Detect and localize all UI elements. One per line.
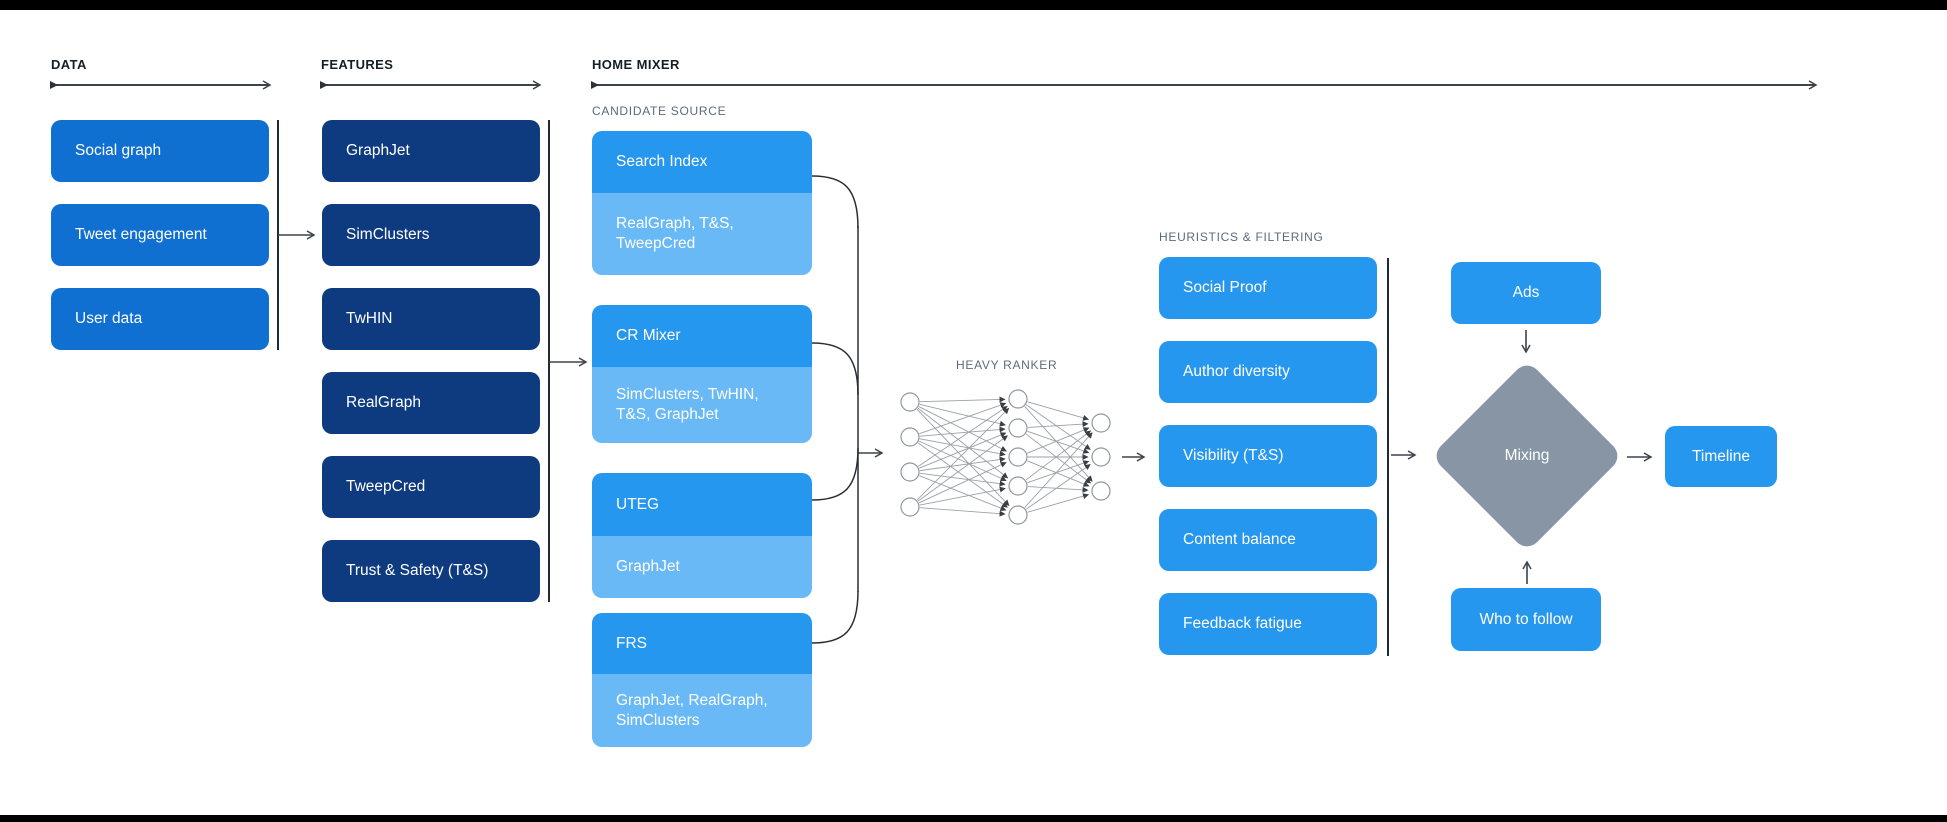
node-search-index-sources: RealGraph, T&S, TweepCred bbox=[592, 193, 812, 275]
node-simclusters: SimClusters bbox=[322, 204, 540, 266]
node-search-index: Search Index bbox=[592, 131, 812, 193]
node-twhin: TwHIN bbox=[322, 288, 540, 350]
node-uteg: UTEG bbox=[592, 473, 812, 536]
node-feedback-fatigue: Feedback fatigue bbox=[1159, 593, 1377, 655]
bottom-black-bar bbox=[0, 815, 1947, 822]
neural-network-graphic bbox=[900, 389, 1111, 525]
node-timeline: Timeline bbox=[1665, 426, 1777, 487]
node-trust-safety: Trust & Safety (T&S) bbox=[322, 540, 540, 602]
node-social-graph: Social graph bbox=[51, 120, 269, 182]
features-section-label: FEATURES bbox=[321, 57, 394, 72]
search-index-connector bbox=[811, 175, 859, 229]
node-uteg-sources: GraphJet bbox=[592, 536, 812, 598]
uteg-connector bbox=[811, 447, 859, 501]
data-section-label: DATA bbox=[51, 57, 87, 72]
heuristics-filtering-label: HEURISTICS & FILTERING bbox=[1159, 230, 1324, 244]
node-graphjet: GraphJet bbox=[322, 120, 540, 182]
node-social-proof: Social Proof bbox=[1159, 257, 1377, 319]
node-user-data: User data bbox=[51, 288, 269, 350]
candidate-source-label: CANDIDATE SOURCE bbox=[592, 104, 727, 118]
node-ads: Ads bbox=[1451, 262, 1601, 324]
node-cr-mixer-sources: SimClusters, TwHIN, T&S, GraphJet bbox=[592, 367, 812, 443]
home-mixer-section-label: HOME MIXER bbox=[592, 57, 680, 72]
node-frs-sources: GraphJet, RealGraph, SimClusters bbox=[592, 674, 812, 747]
node-author-diversity: Author diversity bbox=[1159, 341, 1377, 403]
node-who-to-follow: Who to follow bbox=[1451, 588, 1601, 651]
node-frs: FRS bbox=[592, 613, 812, 674]
mixing-diamond-label: Mixing bbox=[1504, 447, 1550, 464]
node-visibility: Visibility (T&S) bbox=[1159, 425, 1377, 487]
node-tweepcred: TweepCred bbox=[322, 456, 540, 518]
top-black-bar bbox=[0, 0, 1947, 10]
heavy-ranker-label: HEAVY RANKER bbox=[956, 358, 1058, 372]
node-cr-mixer: CR Mixer bbox=[592, 305, 812, 367]
frs-connector bbox=[811, 590, 859, 644]
node-tweet-engagement: Tweet engagement bbox=[51, 204, 269, 266]
node-content-balance: Content balance bbox=[1159, 509, 1377, 571]
cr-mixer-connector bbox=[811, 342, 859, 396]
node-realgraph: RealGraph bbox=[322, 372, 540, 434]
node-mixing-diamond: Mixing bbox=[1430, 359, 1624, 553]
